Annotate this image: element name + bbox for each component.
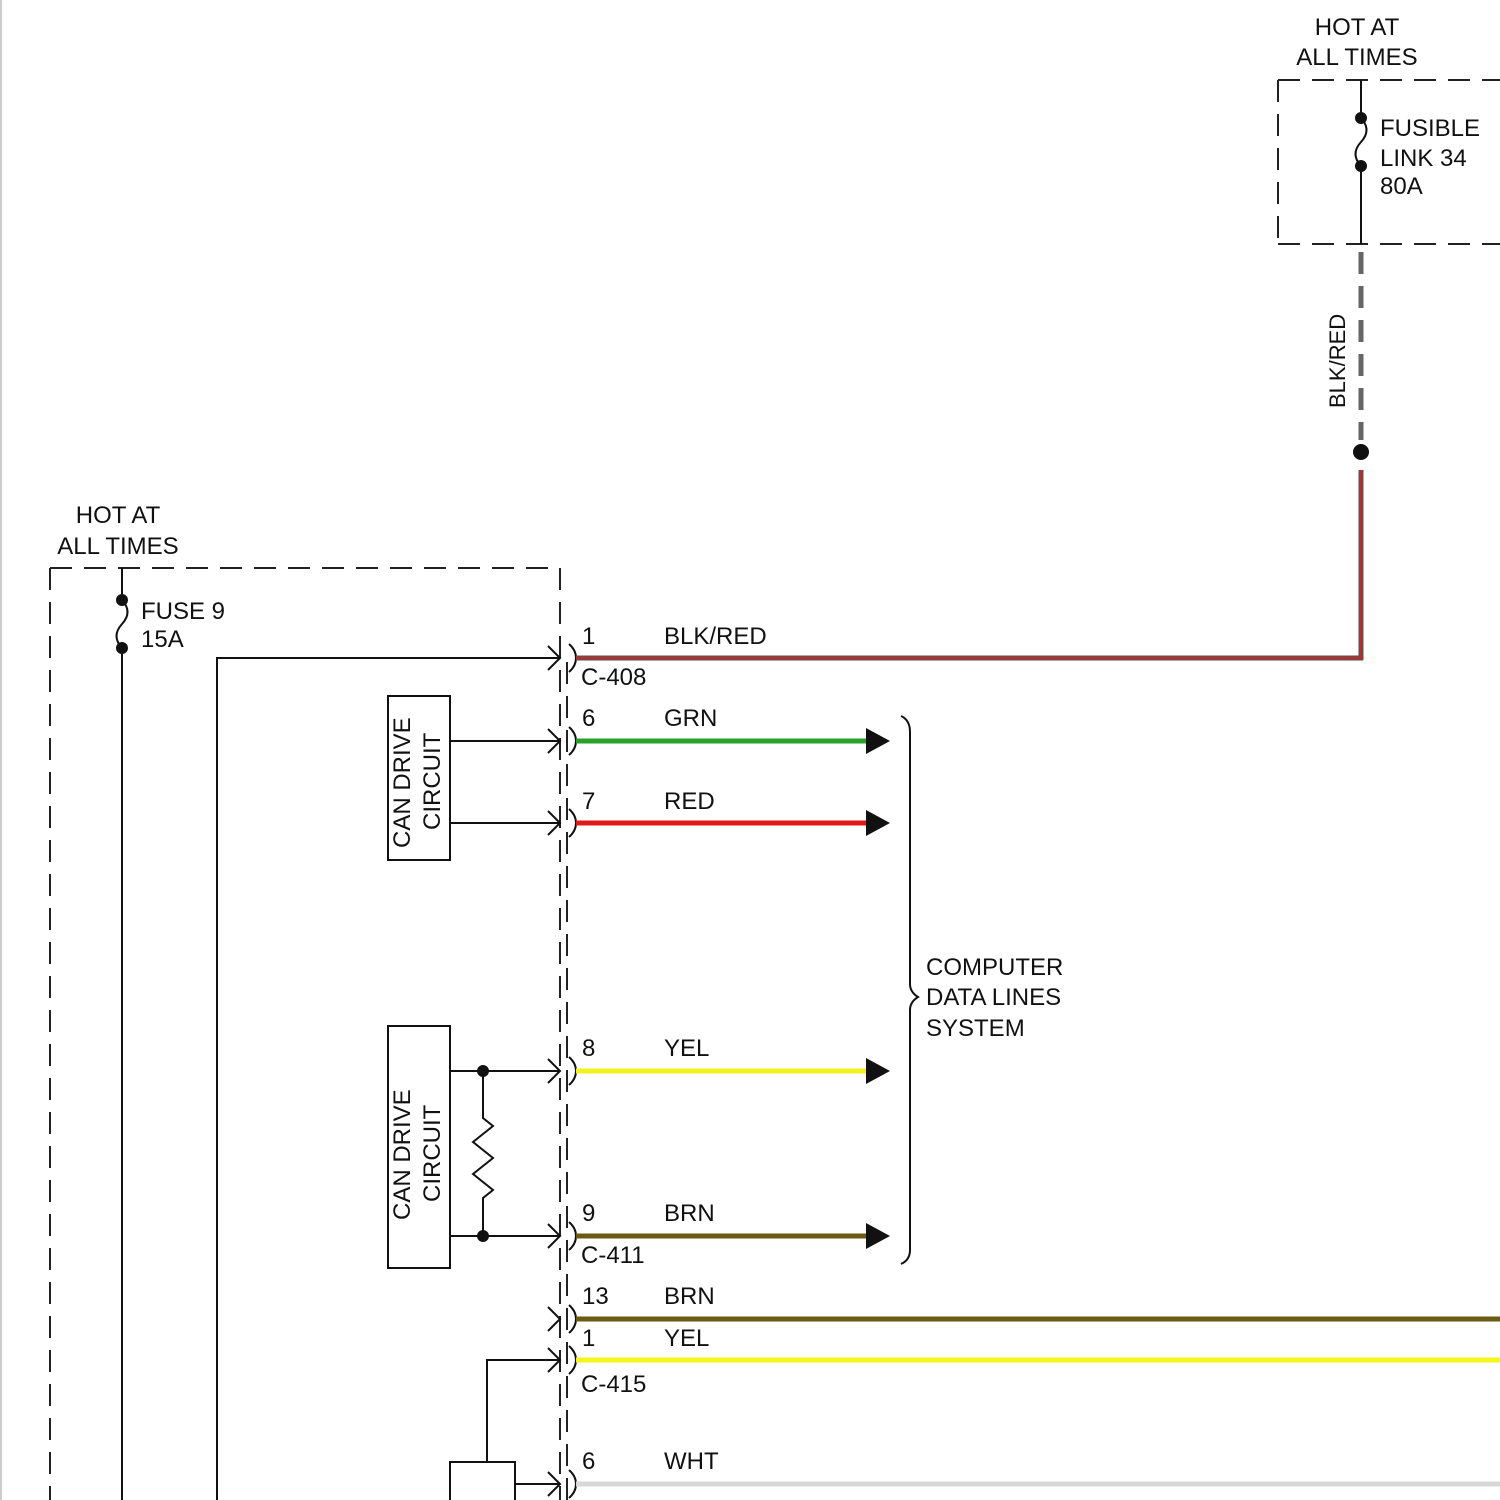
pin-number: 6 <box>582 1448 595 1475</box>
arrowhead-pin7 <box>866 810 890 836</box>
fusible-link-label-line3: 80A <box>1380 173 1423 200</box>
connector-label-c415: C-415 <box>581 1371 646 1398</box>
terminal-bracket <box>569 1057 576 1085</box>
can-drive-1-label-line1: CAN DRIVE <box>389 717 416 848</box>
terminal-bracket <box>569 809 576 837</box>
system-label-line2: DATA LINES <box>926 984 1061 1011</box>
fusible-link-label-line2: LINK 34 <box>1380 145 1467 172</box>
wire-color-label: GRN <box>664 705 717 732</box>
system-label-line1: COMPUTER <box>926 954 1063 981</box>
wire-color-label: BRN <box>664 1283 715 1310</box>
connector-label-c408: C-408 <box>581 664 646 691</box>
terminal-bracket <box>569 644 576 672</box>
system-brace <box>901 716 918 1264</box>
wire-color-label: BLK/RED <box>664 623 767 650</box>
can-drive-2-label-line1: CAN DRIVE <box>389 1089 416 1220</box>
pin-number: 1 <box>582 1325 595 1352</box>
terminal-bracket <box>569 1346 576 1374</box>
splice-dot <box>1353 444 1369 460</box>
upper-hot-label-line1: HOT AT <box>1315 14 1400 41</box>
fuse-label-line2: 15A <box>141 626 184 653</box>
connector-label-c411: C-411 <box>581 1242 645 1269</box>
pin-number: 1 <box>582 623 595 650</box>
lower-hot-label-line2: ALL TIMES <box>57 533 178 560</box>
terminal-bracket <box>569 1305 576 1333</box>
lower-hot-label-line1: HOT AT <box>76 502 161 529</box>
fusible-link-label-line1: FUSIBLE <box>1380 115 1480 142</box>
upper-hot-label-line2: ALL TIMES <box>1296 44 1417 71</box>
system-label-line3: SYSTEM <box>926 1015 1025 1042</box>
arrowhead-pin6 <box>866 728 890 754</box>
wire-color-label: YEL <box>664 1325 709 1352</box>
pin-number: 6 <box>582 705 595 732</box>
fuse-label-line1: FUSE 9 <box>141 598 225 625</box>
bottom-component <box>450 1462 515 1500</box>
vertical-wire-label: BLK/RED <box>1325 314 1350 408</box>
arrowhead-pin9 <box>866 1223 890 1249</box>
fusible-link-symbol <box>1355 80 1367 244</box>
fuse-symbol <box>116 568 128 1500</box>
wire-color-label: WHT <box>664 1448 719 1475</box>
wire-color-label: RED <box>664 788 715 815</box>
terminal-bracket <box>569 1222 576 1250</box>
bottom-component-wire-pin1 <box>487 1360 560 1462</box>
pin-number: 13 <box>582 1283 609 1310</box>
terminating-resistor <box>473 1065 493 1242</box>
can-drive-2-label-line2: CIRCUIT <box>419 1104 446 1202</box>
arrowhead-pin8 <box>866 1058 890 1084</box>
can-drive-1-label-line2: CIRCUIT <box>419 732 446 830</box>
pin-number: 8 <box>582 1035 595 1062</box>
terminal-bracket <box>569 727 576 755</box>
wire-color-label: YEL <box>664 1035 709 1062</box>
pin-number: 9 <box>582 1200 595 1227</box>
terminal-bracket <box>569 1470 576 1498</box>
pin-number: 7 <box>582 788 595 815</box>
terminal-arrow <box>548 1307 560 1331</box>
wire-color-label: BRN <box>664 1200 715 1227</box>
